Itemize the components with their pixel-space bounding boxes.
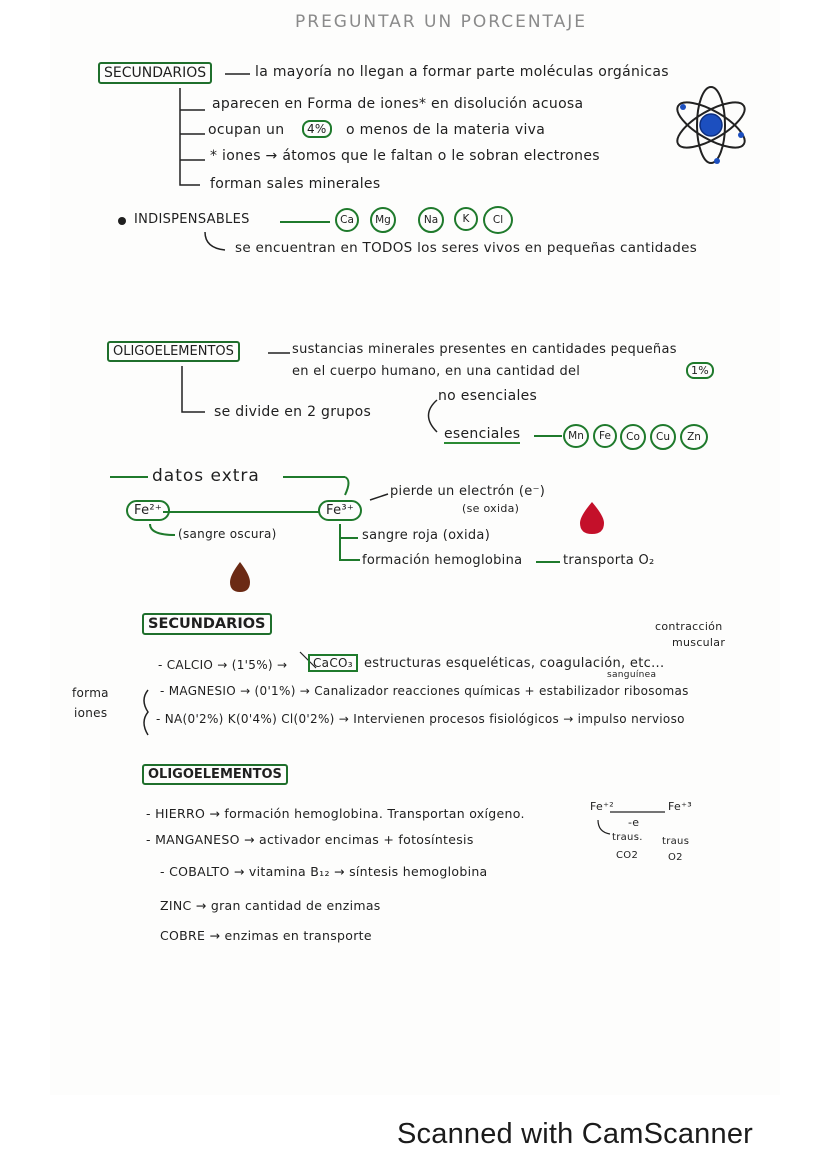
sec1-line-5: forman sales minerales xyxy=(210,176,381,192)
bullet-dot xyxy=(118,217,126,225)
element-fe: Fe xyxy=(593,424,617,448)
section-label-oligoelementos: OLIGOELEMENTOS xyxy=(107,341,240,362)
percent-4-badge: 4% xyxy=(302,120,332,138)
section-label-secundarios: SECUNDARIOS xyxy=(98,62,213,84)
manganeso-line: - MANGANESO → activador encimas + fotosí… xyxy=(146,832,474,847)
calcio-rest: estructuras esqueléticas, coagulación, e… xyxy=(364,656,665,671)
element-ca: Ca xyxy=(335,208,359,232)
trans-2: traus xyxy=(662,836,690,847)
fe3-line-4: formación hemoglobina xyxy=(362,553,523,568)
fe2-ion: Fe²⁺ xyxy=(126,500,171,521)
datos-extra-label: datos extra xyxy=(152,466,260,486)
note-sanguinea: sanguínea xyxy=(607,670,657,680)
fe-plus-2: Fe⁺² xyxy=(590,800,614,813)
fe3-ion: Fe³⁺ xyxy=(318,500,363,521)
note-muscular: muscular xyxy=(672,636,726,649)
element-zn: Zn xyxy=(680,424,708,450)
fe2-note: (sangre oscura) xyxy=(178,527,277,541)
caco3-box: CaCO₃ xyxy=(308,654,358,672)
cobalto-line: - COBALTO → vitamina B₁₂ → síntesis hemo… xyxy=(160,864,488,879)
calcio-line: - CALCIO → (1'5%) → xyxy=(158,658,288,672)
esenciales-label: esenciales xyxy=(444,426,521,444)
element-co: Co xyxy=(620,424,646,450)
oligo1-line-2: en el cuerpo humano, en una cantidad del xyxy=(292,364,581,379)
atom-icon xyxy=(676,86,746,164)
sec1-line-1: la mayoría no llegan a formar parte molé… xyxy=(255,64,669,80)
iones-label: iones xyxy=(74,706,108,720)
oligo1-divide: se divide en 2 grupos xyxy=(214,404,372,420)
na-k-cl-line: - NA(0'2%) K(0'4%) Cl(0'2%) → Interviene… xyxy=(156,712,685,726)
element-mg: Mg xyxy=(370,207,396,233)
percent-1-badge: 1% xyxy=(686,362,715,379)
no-esenciales-label: no esenciales xyxy=(438,388,538,404)
section-label-secundarios-2: SECUNDARIOS xyxy=(142,613,272,635)
element-cl: Cl xyxy=(483,206,513,234)
o2-label: O2 xyxy=(668,852,683,863)
fe3-line-3: sangre roja (oxida) xyxy=(362,528,491,543)
fe-plus-3: Fe⁺³ xyxy=(668,800,692,813)
element-k: K xyxy=(454,207,478,231)
section-label-oligoelementos-2: OLIGOELEMENTOS xyxy=(142,764,288,785)
notebook-page xyxy=(50,0,780,1095)
camscanner-watermark: Scanned with CamScanner xyxy=(397,1118,754,1150)
fe3-line-4b: transporta O₂ xyxy=(563,553,655,568)
sec1-line-4: * iones → átomos que le faltan o le sobr… xyxy=(210,148,600,164)
oligo1-line-1: sustancias minerales presentes en cantid… xyxy=(292,342,677,357)
page-title: PREGUNTAR UN PORCENTAJE xyxy=(295,12,587,32)
forma-label: forma xyxy=(72,686,109,700)
sec1-line-3b: o menos de la materia viva xyxy=(346,122,546,138)
co2-label: CO2 xyxy=(616,850,639,861)
trans-1: traus. xyxy=(612,832,643,843)
element-na: Na xyxy=(418,207,444,233)
fe3-line-1: pierde un electrón (e⁻) xyxy=(390,484,546,499)
cobre-line: COBRE → enzimas en transporte xyxy=(160,928,372,943)
fe3-line-2: (se oxida) xyxy=(462,502,520,515)
indispensables-note: se encuentran en TODOS los seres vivos e… xyxy=(235,240,698,256)
sec1-line-2: aparecen en Forma de iones* en disolució… xyxy=(212,96,584,112)
note-contraccion: contracción xyxy=(655,620,723,633)
minus-e: -e xyxy=(628,816,640,829)
magnesio-line: - MAGNESIO → (0'1%) → Canalizador reacci… xyxy=(160,684,689,698)
element-mn: Mn xyxy=(563,424,589,448)
indispensables-label: INDISPENSABLES xyxy=(134,212,250,227)
element-cu: Cu xyxy=(650,424,676,450)
zinc-line: ZINC → gran cantidad de enzimas xyxy=(160,898,381,913)
hierro-line: - HIERRO → formación hemoglobina. Transp… xyxy=(146,806,525,821)
sec1-line-3a: ocupan un xyxy=(208,122,285,138)
